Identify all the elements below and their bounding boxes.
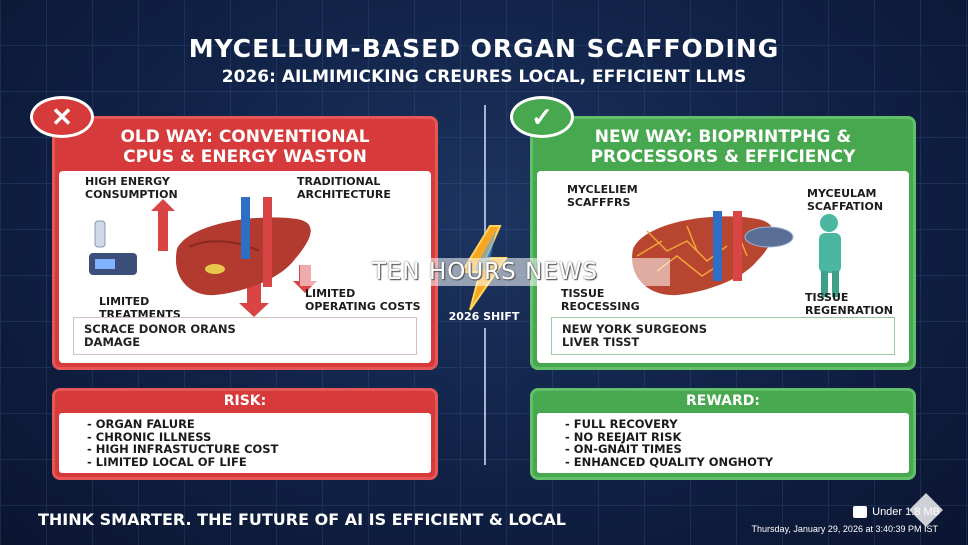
new-way-heading: NEW WAY: BIOPRINTPHG & PROCESSORS & EFFI… <box>533 119 913 171</box>
list-item: - LIMITED LOCAL OF LIFE <box>87 454 247 469</box>
bioprinter-icon <box>744 226 794 248</box>
surgeon-icon <box>820 214 838 232</box>
old-heading-line2: CPUS & ENERGY WASTON <box>123 147 367 167</box>
file-size-info: Under 1.8 MB <box>853 506 940 518</box>
footer-tagline: THINK SMARTER. THE FUTURE OF AI IS EFFIC… <box>38 510 566 529</box>
new-heading-line2: PROCESSORS & EFFICIENCY <box>590 147 856 167</box>
label-traditional-architecture: TRADITIONAL ARCHITECTURE <box>297 175 391 201</box>
label-myceulam-scaffation: MYCEULAM SCAFFATION <box>807 187 884 213</box>
image-icon <box>853 506 868 518</box>
risk-heading: RISK: <box>223 393 267 409</box>
label-tissue-reocessing: TISSUE REOCESSING <box>561 287 640 313</box>
risk-card: RISK: - ORGAN FALURE - CHRONIC ILLNESS -… <box>52 388 438 480</box>
reward-card: REWARD: - FULL RECOVERY - NO REEJAIT RIS… <box>530 388 916 480</box>
reward-list: - FULL RECOVERY - NO REEJAIT RISK - ON-G… <box>537 413 909 473</box>
x-icon: ✕ <box>30 96 94 138</box>
shift-label: 2026 SHIFT <box>448 310 520 323</box>
check-icon: ✓ <box>510 96 574 138</box>
file-size-label: Under 1.8 MB <box>872 506 940 518</box>
old-way-panel: OLD WAY: CONVENTIONAL CPUS & ENERGY WAST… <box>52 116 438 370</box>
timestamp: Thursday, January 29, 2026 at 3:40:39 PM… <box>751 524 938 534</box>
list-item: - CHRONIC ILLNESS <box>87 429 212 444</box>
risk-list: - ORGAN FALURE - CHRONIC ILLNESS - HIGH … <box>59 413 431 473</box>
reward-heading: REWARD: <box>686 393 760 409</box>
list-item: - FULL RECOVERY <box>565 417 678 431</box>
list-item: - ORGAN FALURE <box>87 417 195 431</box>
old-note-box: SCRACE DONOR ORANS DAMAGE <box>73 317 417 355</box>
page-title: MYCELLUM-BASED ORGAN SCAFFODING <box>188 34 780 63</box>
list-item: - HIGH INFRASTUCTURE COST <box>87 442 279 456</box>
label-tissue-regenration: TISSUE REGENRATION <box>805 291 894 317</box>
header: MYCELLUM-BASED ORGAN SCAFFODING 2026: AI… <box>0 34 968 87</box>
label-high-energy: HIGH ENERGY CONSUMPTION <box>85 175 178 201</box>
new-way-panel: NEW WAY: BIOPRINTPHG & PROCESSORS & EFFI… <box>530 116 916 370</box>
new-heading-line1: NEW WAY: BIOPRINTPHG & <box>594 127 852 147</box>
down-arrow-icon <box>239 283 269 317</box>
new-way-body: MYCLELIEM SCAFFFRS MYCEULAM SCAFFATION T… <box>537 171 909 363</box>
page-subtitle: 2026: AILMIMICKING CREURES LOCAL, EFFICI… <box>221 67 747 87</box>
new-note-box: NEW YORK SURGEONS LIVER TISST <box>551 317 895 355</box>
list-item: - ENHANCED QUALITY ONGHOTY <box>565 454 774 469</box>
old-heading-line1: OLD WAY: CONVENTIONAL <box>120 127 370 147</box>
list-item: - NO REEJAIT RISK <box>565 429 682 444</box>
old-liver-illustration <box>89 197 317 317</box>
label-limited-operating-costs: LIMITED OPERATING COSTS <box>305 287 421 313</box>
up-arrow-icon <box>151 199 175 251</box>
watermark: TEN HOURS NEWS <box>300 258 670 286</box>
label-mycleliem-scaffrs: MYCLELIEM SCAFFFRS <box>567 183 638 209</box>
old-way-heading: OLD WAY: CONVENTIONAL CPUS & ENERGY WAST… <box>55 119 435 171</box>
list-item: - ON-GNAIT TIMES <box>565 442 682 456</box>
